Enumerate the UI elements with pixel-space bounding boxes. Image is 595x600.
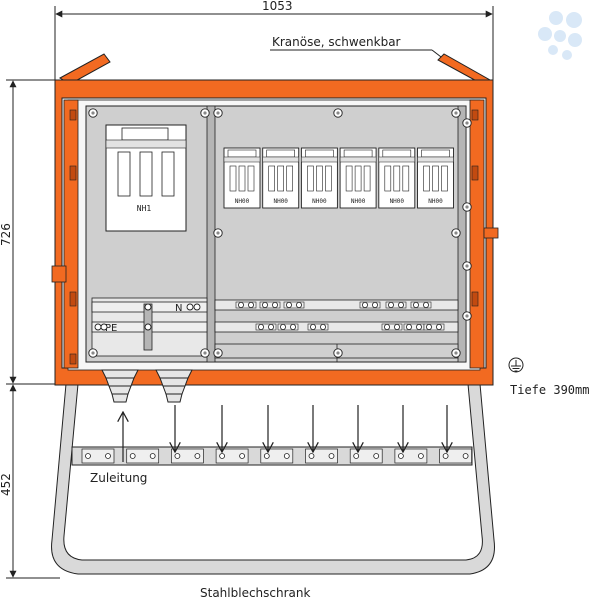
screw xyxy=(88,108,98,118)
screw xyxy=(333,108,343,118)
screw xyxy=(451,228,461,238)
terminal-screw xyxy=(100,323,108,331)
fuse-row: NH00 NH00 NH00 NH00 NH00 NH00 xyxy=(223,147,454,209)
screw xyxy=(213,108,223,118)
terminal-pair xyxy=(423,323,445,331)
rail-clamp xyxy=(81,448,115,464)
terminal-pair xyxy=(277,323,299,331)
width-dimension xyxy=(54,6,494,80)
rail-clamp xyxy=(126,448,160,464)
product-label: Stahlblechschrank xyxy=(200,586,311,600)
depth-label: Tiefe 390mm xyxy=(510,383,589,397)
terminal-pair xyxy=(359,301,381,309)
terminal-screw xyxy=(186,303,194,311)
rail-clamp xyxy=(305,448,338,464)
terminal-pair xyxy=(255,323,277,331)
feed-label: Zuleitung xyxy=(90,471,147,485)
height-dimension xyxy=(6,79,60,579)
terminal-screw xyxy=(94,323,102,331)
panel-screws xyxy=(88,108,472,358)
fuse-label: NH00 xyxy=(390,198,405,205)
fuse-nh00: NH00 xyxy=(378,147,416,209)
terminal-pair xyxy=(235,301,257,309)
fuse-nh00: NH00 xyxy=(223,147,261,209)
fuse-nh00: NH00 xyxy=(262,147,300,209)
fuse-label: NH00 xyxy=(235,198,250,205)
screw xyxy=(200,108,210,118)
terminal-pair xyxy=(259,301,281,309)
terminal-pair xyxy=(410,301,432,309)
screw xyxy=(200,348,210,358)
main-fuse-label: NH1 xyxy=(137,204,152,213)
screw xyxy=(213,228,223,238)
fuse-label: NH00 xyxy=(273,198,288,205)
rail-clamp xyxy=(349,448,383,464)
terminal-blocks xyxy=(94,301,445,331)
rail-clamp xyxy=(439,448,472,464)
terminal-screw xyxy=(144,303,152,311)
screw xyxy=(88,348,98,358)
terminal-pair xyxy=(403,323,425,331)
screw xyxy=(213,348,223,358)
terminal-pair xyxy=(385,301,407,309)
terminal-pair xyxy=(283,301,305,309)
cable-gland-right xyxy=(155,369,193,403)
rail-clamp xyxy=(215,448,249,464)
fuse-nh00: NH00 xyxy=(339,147,377,209)
cable-gland-left xyxy=(101,369,139,403)
screw xyxy=(451,108,461,118)
height-label: 726 xyxy=(0,223,13,246)
width-label: 1053 xyxy=(262,0,293,13)
rail-clamp xyxy=(171,448,204,464)
screw xyxy=(462,261,472,271)
main-fuse-nh1 xyxy=(105,124,187,232)
neutral-label: N xyxy=(175,303,182,314)
screw xyxy=(462,118,472,128)
screw xyxy=(462,202,472,212)
fuse-label: NH00 xyxy=(351,198,366,205)
fuse-label: NH00 xyxy=(312,198,327,205)
terminal-screw xyxy=(144,323,152,331)
stand-height-label: 452 xyxy=(0,473,13,496)
screw xyxy=(451,348,461,358)
crane-eye-leader xyxy=(270,49,459,71)
earth-ground-icon xyxy=(508,357,524,373)
terminal-pair xyxy=(307,323,329,331)
outgoing-arrows xyxy=(175,405,447,452)
rail-clamps xyxy=(81,448,472,464)
logo-drops-icon xyxy=(538,11,582,60)
terminal-screw xyxy=(193,303,201,311)
crane-eye-label: Kranöse, schwenkbar xyxy=(272,35,401,49)
fuse-label: NH00 xyxy=(428,198,443,205)
fuse-nh00: NH00 xyxy=(300,147,338,209)
pe-label: PE xyxy=(105,323,117,334)
fuse-nh00: NH00 xyxy=(417,147,454,209)
screw xyxy=(333,348,343,358)
screw xyxy=(462,311,472,321)
rail-clamp xyxy=(394,448,428,464)
rail-clamp xyxy=(260,448,294,464)
terminal-pair xyxy=(381,323,403,331)
